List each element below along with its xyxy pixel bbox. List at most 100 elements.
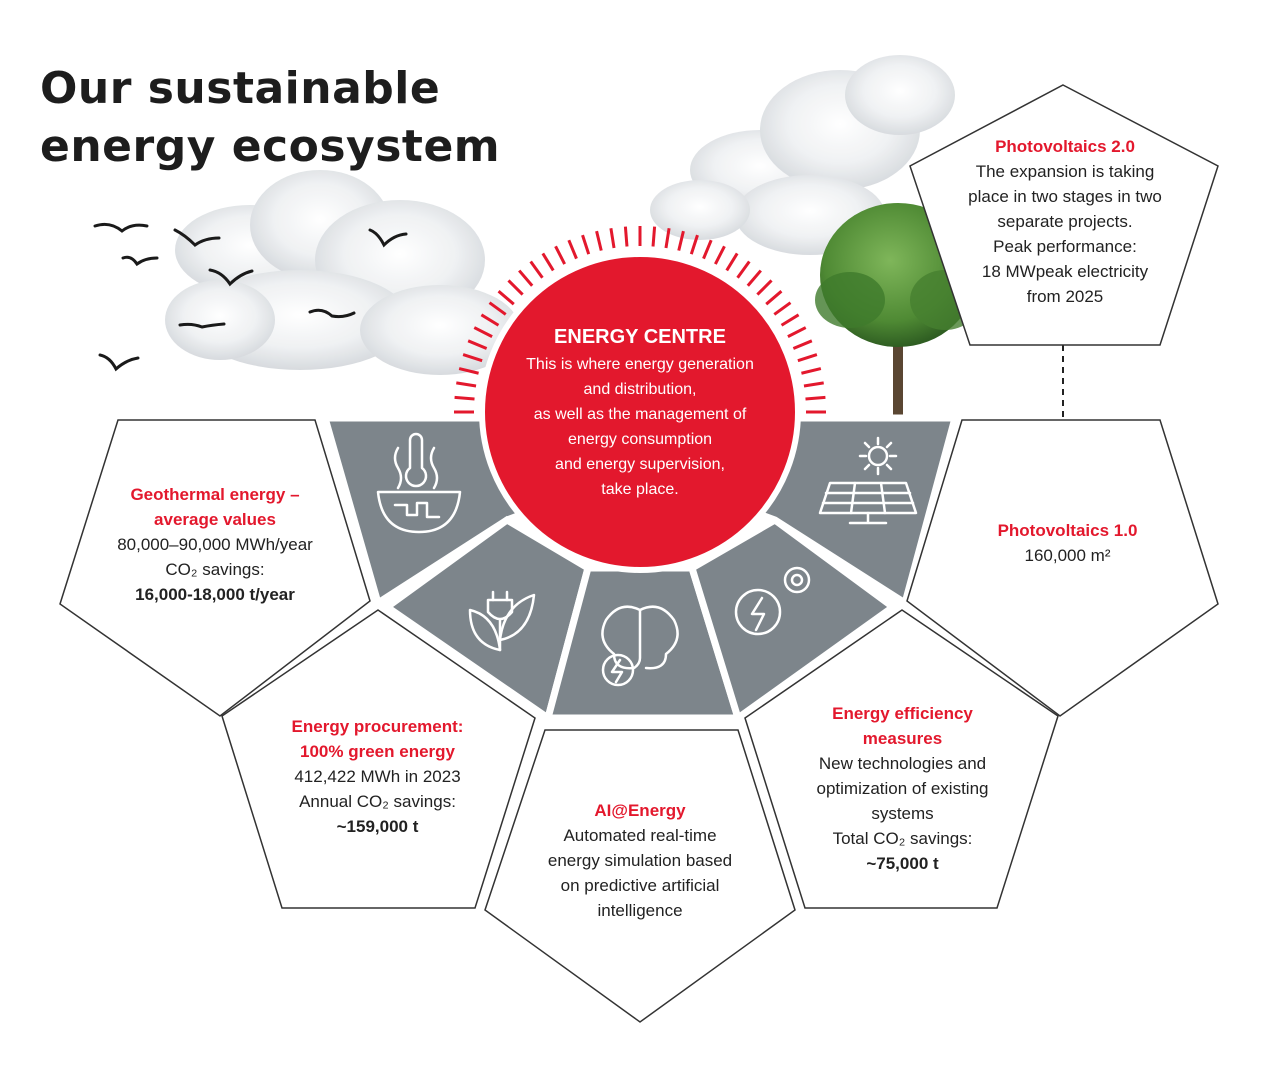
- cloud-left-icon: [165, 170, 520, 375]
- pv2-text: Photovoltaics 2.0 The expansion is takin…: [930, 134, 1200, 309]
- tick-mark: [677, 230, 685, 251]
- pv1-text: Photovoltaics 1.0 160,000 m²: [950, 518, 1185, 568]
- ai-energy-line: Automated real-time: [563, 826, 717, 845]
- tick-mark: [702, 239, 713, 260]
- energy-centre-line: as well as the management of: [533, 406, 747, 423]
- brain-lightning-icon: [601, 605, 679, 687]
- tick-mark: [714, 245, 726, 265]
- page-title: Our sustainable energy ecosystem: [40, 60, 500, 176]
- pv2-line: separate projects.: [997, 212, 1133, 231]
- pentagon-ai: [484, 729, 796, 1023]
- efficiency-text: Energy efficiency measures New technolog…: [775, 701, 1030, 876]
- tick-mark: [725, 252, 739, 272]
- efficiency-heading: Energy efficiency: [832, 704, 973, 723]
- tick-mark: [458, 367, 479, 375]
- ai-energy-line: on predictive artificial: [560, 876, 720, 895]
- energy-centre-line: and energy supervision,: [555, 456, 725, 473]
- tick-mark: [456, 381, 477, 388]
- pentagon-efficiency: [744, 609, 1059, 909]
- pv1-value: 160,000 m²: [1024, 546, 1111, 565]
- tick-mark: [480, 313, 500, 327]
- tick-mark: [595, 230, 603, 251]
- tick-mark: [792, 339, 813, 350]
- title-line-2: energy ecosystem: [40, 121, 501, 172]
- title-line-1: Our sustainable: [40, 63, 441, 114]
- tick-mark: [664, 228, 671, 249]
- tick-mark: [454, 395, 475, 401]
- plug-leaf-icon: [468, 590, 536, 652]
- earth-layers-icon: [376, 490, 462, 534]
- tick-mark: [518, 269, 534, 287]
- tick-mark: [567, 239, 578, 260]
- pentagon-geothermal: [59, 419, 371, 717]
- energy-centre-line: take place.: [601, 481, 679, 498]
- pv1-heading: Photovoltaics 1.0: [997, 521, 1138, 540]
- pv2-line: 18 MWpeak electricity: [981, 262, 1149, 281]
- tick-mark: [651, 226, 657, 247]
- bird-flock-icon: [93, 222, 408, 372]
- tick-mark: [497, 290, 515, 306]
- efficiency-line: New technologies and: [818, 754, 987, 773]
- energy-centre-line: energy consumption: [567, 431, 713, 448]
- tick-mark: [773, 301, 792, 316]
- pv2-line: place in two stages in two: [968, 187, 1162, 206]
- ai-energy-line: energy simulation based: [547, 851, 733, 870]
- geothermal-value: 80,000–90,000 MWh/year: [117, 535, 313, 554]
- geothermal-savings-value: 16,000-18,000 t/year: [135, 585, 295, 604]
- energy-centre-text: ENERGY CENTRE This is where energy gener…: [498, 322, 782, 502]
- pv2-line: The expansion is taking: [975, 162, 1155, 181]
- tick-mark: [609, 228, 616, 249]
- solar-panel-icon: [818, 481, 918, 525]
- efficiency-savings-label: Total CO₂ savings:: [832, 829, 973, 848]
- pv2-line: Peak performance:: [993, 237, 1137, 256]
- tick-mark: [488, 301, 507, 316]
- efficiency-subheading: measures: [862, 729, 943, 748]
- pentagon-pv1: [906, 419, 1219, 717]
- tick-mark: [554, 245, 566, 265]
- geothermal-text: Geothermal energy – average values 80,00…: [85, 482, 345, 607]
- geothermal-subheading: average values: [154, 510, 276, 529]
- tick-mark: [507, 279, 524, 296]
- tick-mark: [473, 326, 493, 338]
- pentagon-procurement: [221, 609, 536, 909]
- tick-mark: [765, 290, 783, 306]
- tick-mark: [756, 279, 773, 296]
- energy-centre-line: This is where energy generation: [526, 356, 754, 373]
- tick-mark: [541, 252, 555, 272]
- sun-icon: [858, 436, 898, 476]
- energy-centre-tick-ring: [454, 226, 826, 414]
- pv2-line: from 2025: [1026, 287, 1104, 306]
- procurement-savings-label: Annual CO₂ savings:: [299, 792, 456, 811]
- tick-mark: [801, 367, 822, 375]
- tick-mark: [780, 313, 800, 327]
- tick-mark: [529, 260, 544, 279]
- energy-centre-circle: [479, 251, 801, 573]
- pv2-heading: Photovoltaics 2.0: [995, 137, 1135, 156]
- procurement-text: Energy procurement: 100% green energy 41…: [250, 714, 505, 839]
- ai-energy-text: AI@Energy Automated real-time energy sim…: [515, 798, 765, 923]
- efficiency-line: systems: [871, 804, 934, 823]
- tick-mark: [581, 234, 591, 255]
- tick-mark: [805, 395, 826, 401]
- tick-mark: [467, 339, 488, 350]
- ai-energy-line: intelligence: [597, 901, 683, 920]
- tick-mark: [689, 234, 699, 255]
- pentagon-pv2: [909, 84, 1219, 346]
- tick-mark: [803, 381, 824, 388]
- ai-energy-heading: AI@Energy: [594, 801, 686, 820]
- tick-mark: [746, 269, 762, 287]
- lightning-gear-icon: [734, 566, 811, 636]
- procurement-savings-value: ~159,000 t: [336, 817, 419, 836]
- energy-centre-line: and distribution,: [583, 381, 697, 398]
- geothermal-savings-label: CO₂ savings:: [165, 560, 265, 579]
- procurement-heading: Energy procurement:: [291, 717, 464, 736]
- tick-mark: [736, 260, 751, 279]
- thermometer-heat-icon: [393, 432, 439, 490]
- tick-mark: [462, 353, 483, 363]
- geothermal-heading: Geothermal energy –: [130, 485, 300, 504]
- tick-mark: [787, 326, 807, 338]
- procurement-value: 412,422 MWh in 2023: [294, 767, 461, 786]
- tick-mark: [623, 226, 629, 247]
- energy-centre-heading: ENERGY CENTRE: [554, 326, 726, 348]
